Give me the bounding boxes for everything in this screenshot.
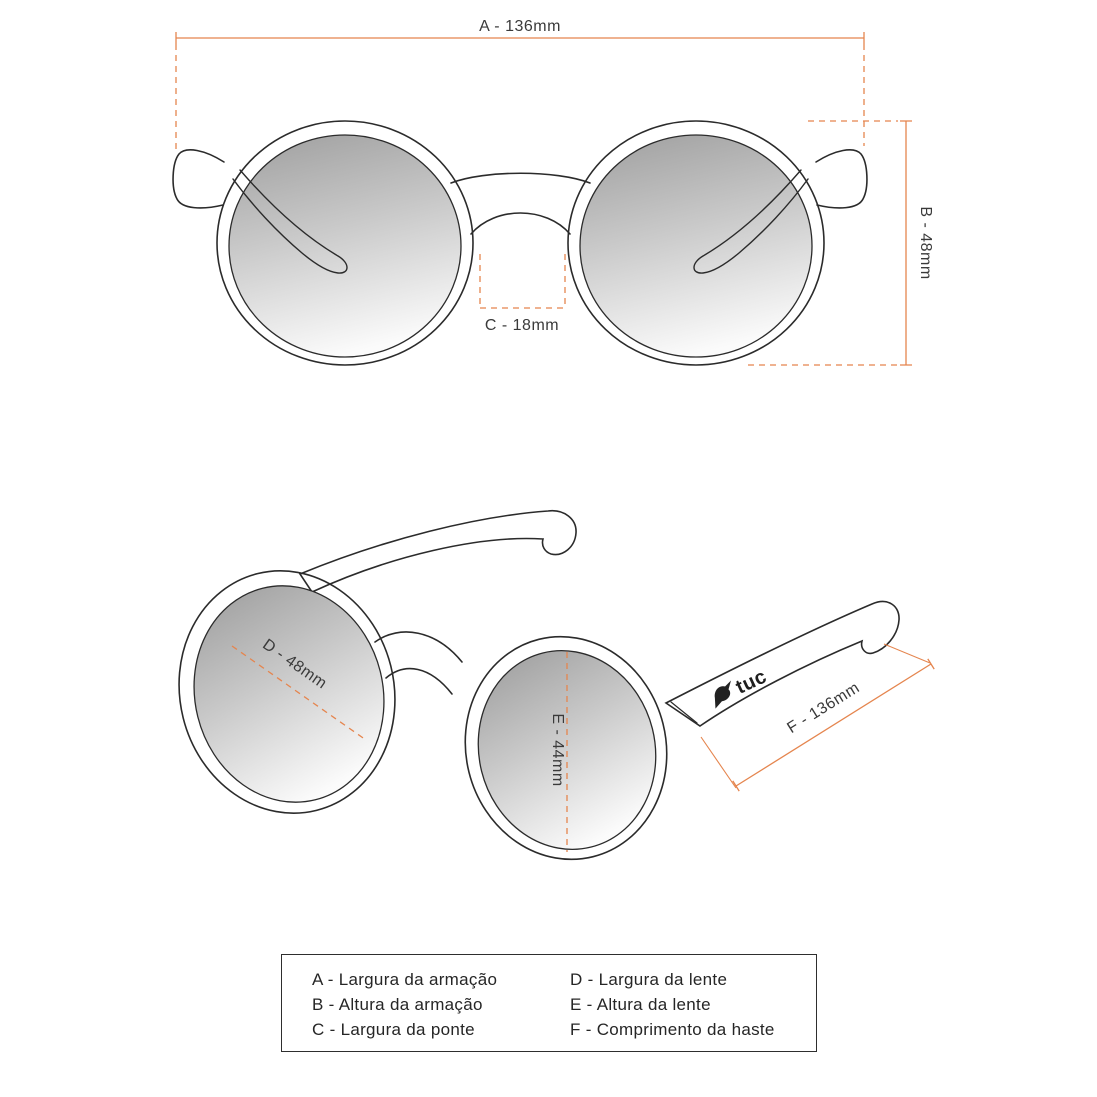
front-view-dimensions [175,32,912,366]
front-left-lens [228,134,462,358]
perspective-left-temple [298,509,577,594]
dim-f-ticks [732,658,935,792]
bird-icon [714,680,732,709]
legend-item-frame-height: B - Altura da armação [312,995,483,1014]
front-right-temple-through-lens [693,169,809,274]
perspective-hinge-line [670,701,698,724]
dim-a-label: A - 136mm [479,18,561,35]
legend-item-bridge-width: C - Largura da ponte [312,1020,475,1039]
front-view-drawing [172,120,868,366]
perspective-bridge-bottom [385,667,453,695]
legend-item-lens-width: D - Largura da lente [570,970,728,989]
front-left-endpiece [172,149,225,209]
dim-c-label: C - 18mm [485,317,559,334]
front-right-endpiece [815,149,868,209]
perspective-bridge-top [374,631,463,663]
front-bridge-top [450,172,591,184]
front-bridge-bottom [470,212,571,235]
dim-d-line [231,645,367,741]
dim-f-label: F - 136mm [784,679,862,737]
perspective-left-ring [178,570,396,814]
legend-item-lens-height: E - Altura da lente [570,995,711,1014]
front-right-ring [567,120,825,366]
dim-b-ticks [900,120,912,366]
dim-e-label: E - 44mm [549,713,566,786]
dim-f-line [735,663,932,787]
perspective-right-temple [664,600,900,727]
legend-box: A - Largura da armação B - Altura da arm… [281,954,817,1052]
front-left-temple-through-lens [232,169,348,274]
perspective-right-lens [477,650,657,850]
perspective-view-drawing [178,509,900,861]
dim-a-extensions [175,44,865,150]
legend-item-frame-width: A - Largura da armação [312,970,498,989]
front-left-ring [216,120,474,366]
dim-b-label: B - 48mm [917,206,934,279]
legend-column-right: D - Largura da lente E - Altura da lente… [570,968,775,1051]
legend-column-left: A - Largura da armação B - Altura da arm… [312,968,570,1051]
dim-a-ticks [175,32,865,44]
dim-c-lines [479,254,566,309]
perspective-right-ring [464,635,668,861]
legend-item-temple-length: F - Comprimento da haste [570,1020,775,1039]
perspective-view-dimensions [231,643,935,852]
perspective-left-lens [193,585,385,803]
dim-f-extensions [700,643,931,789]
dim-b-extensions [748,120,898,366]
front-right-lens [579,134,813,358]
